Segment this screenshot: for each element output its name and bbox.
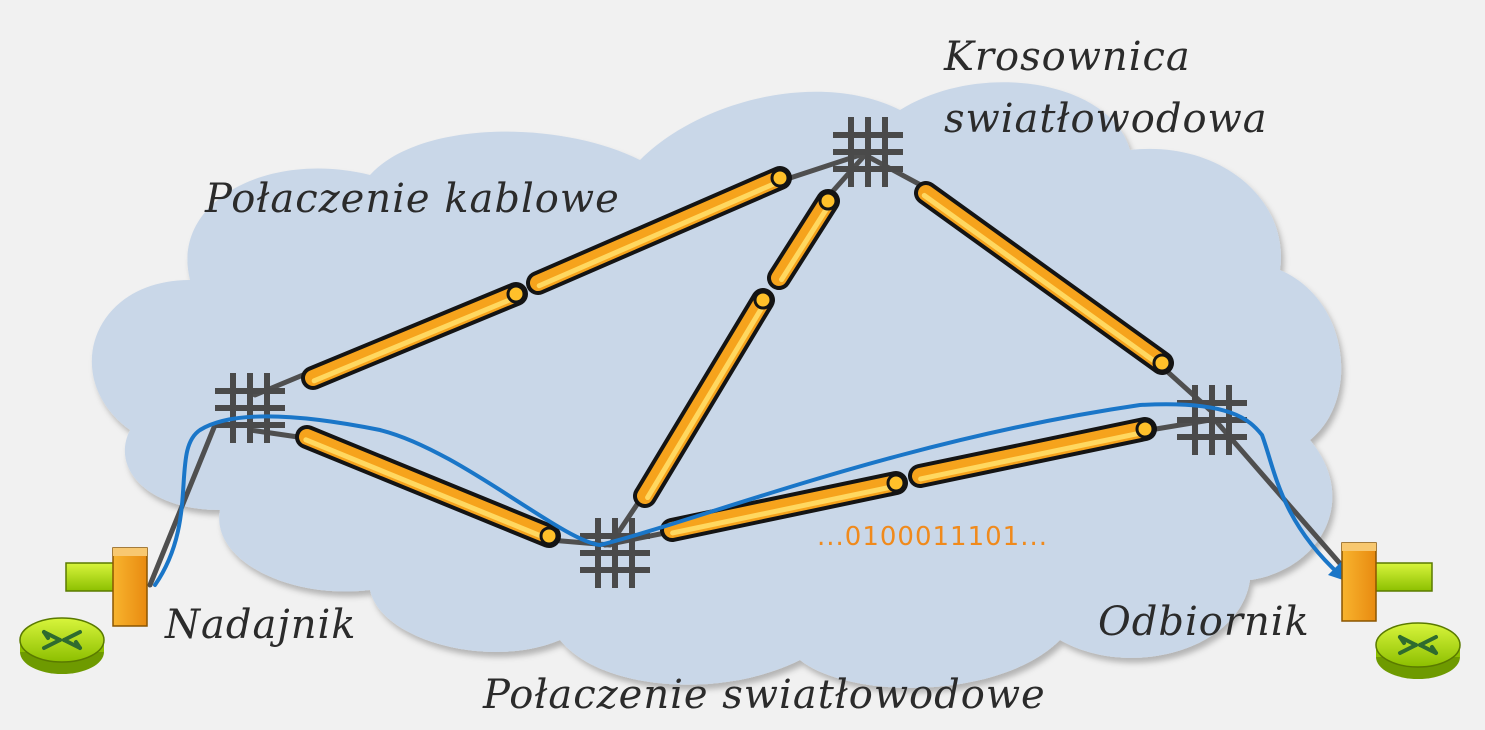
patch-panels [215, 117, 1247, 588]
fiber-cable-segment [908, 417, 1157, 488]
transmitter-device [65, 547, 148, 627]
signal-path [153, 402, 1342, 587]
router-icon [19, 617, 105, 674]
receiver-device [1341, 542, 1433, 622]
router-icon [1375, 622, 1461, 679]
fiber-cable-segment [526, 166, 792, 295]
fiber-cable-segment [914, 181, 1174, 375]
patch-panel-icon [215, 373, 285, 443]
bitstream-label: ...0100011101... [817, 522, 1048, 552]
cable-link-label: Połaczenie kablowe [204, 176, 620, 222]
crossconnect-label-line2: swiatłowodowa [944, 96, 1268, 142]
receiver-label: Odbiornik [1098, 599, 1310, 645]
patch-panel-icon [1177, 385, 1247, 455]
fiber-cable-segment [660, 471, 908, 542]
fiber-cable-segment [633, 288, 775, 508]
fiber-link-label: Połaczenie swiatłowodowe [482, 672, 1046, 718]
patch-panel-icon [833, 117, 903, 187]
fiber-cables [295, 166, 1174, 548]
transmitter-label: Nadajnik [164, 602, 357, 648]
fiber-cable-segment [301, 282, 528, 390]
crossconnect-label-line1: Krosownica [943, 34, 1191, 80]
patch-panel-icon [580, 518, 650, 588]
fiber-cable-segment [295, 425, 561, 548]
fiber-cable-segment [767, 189, 840, 290]
